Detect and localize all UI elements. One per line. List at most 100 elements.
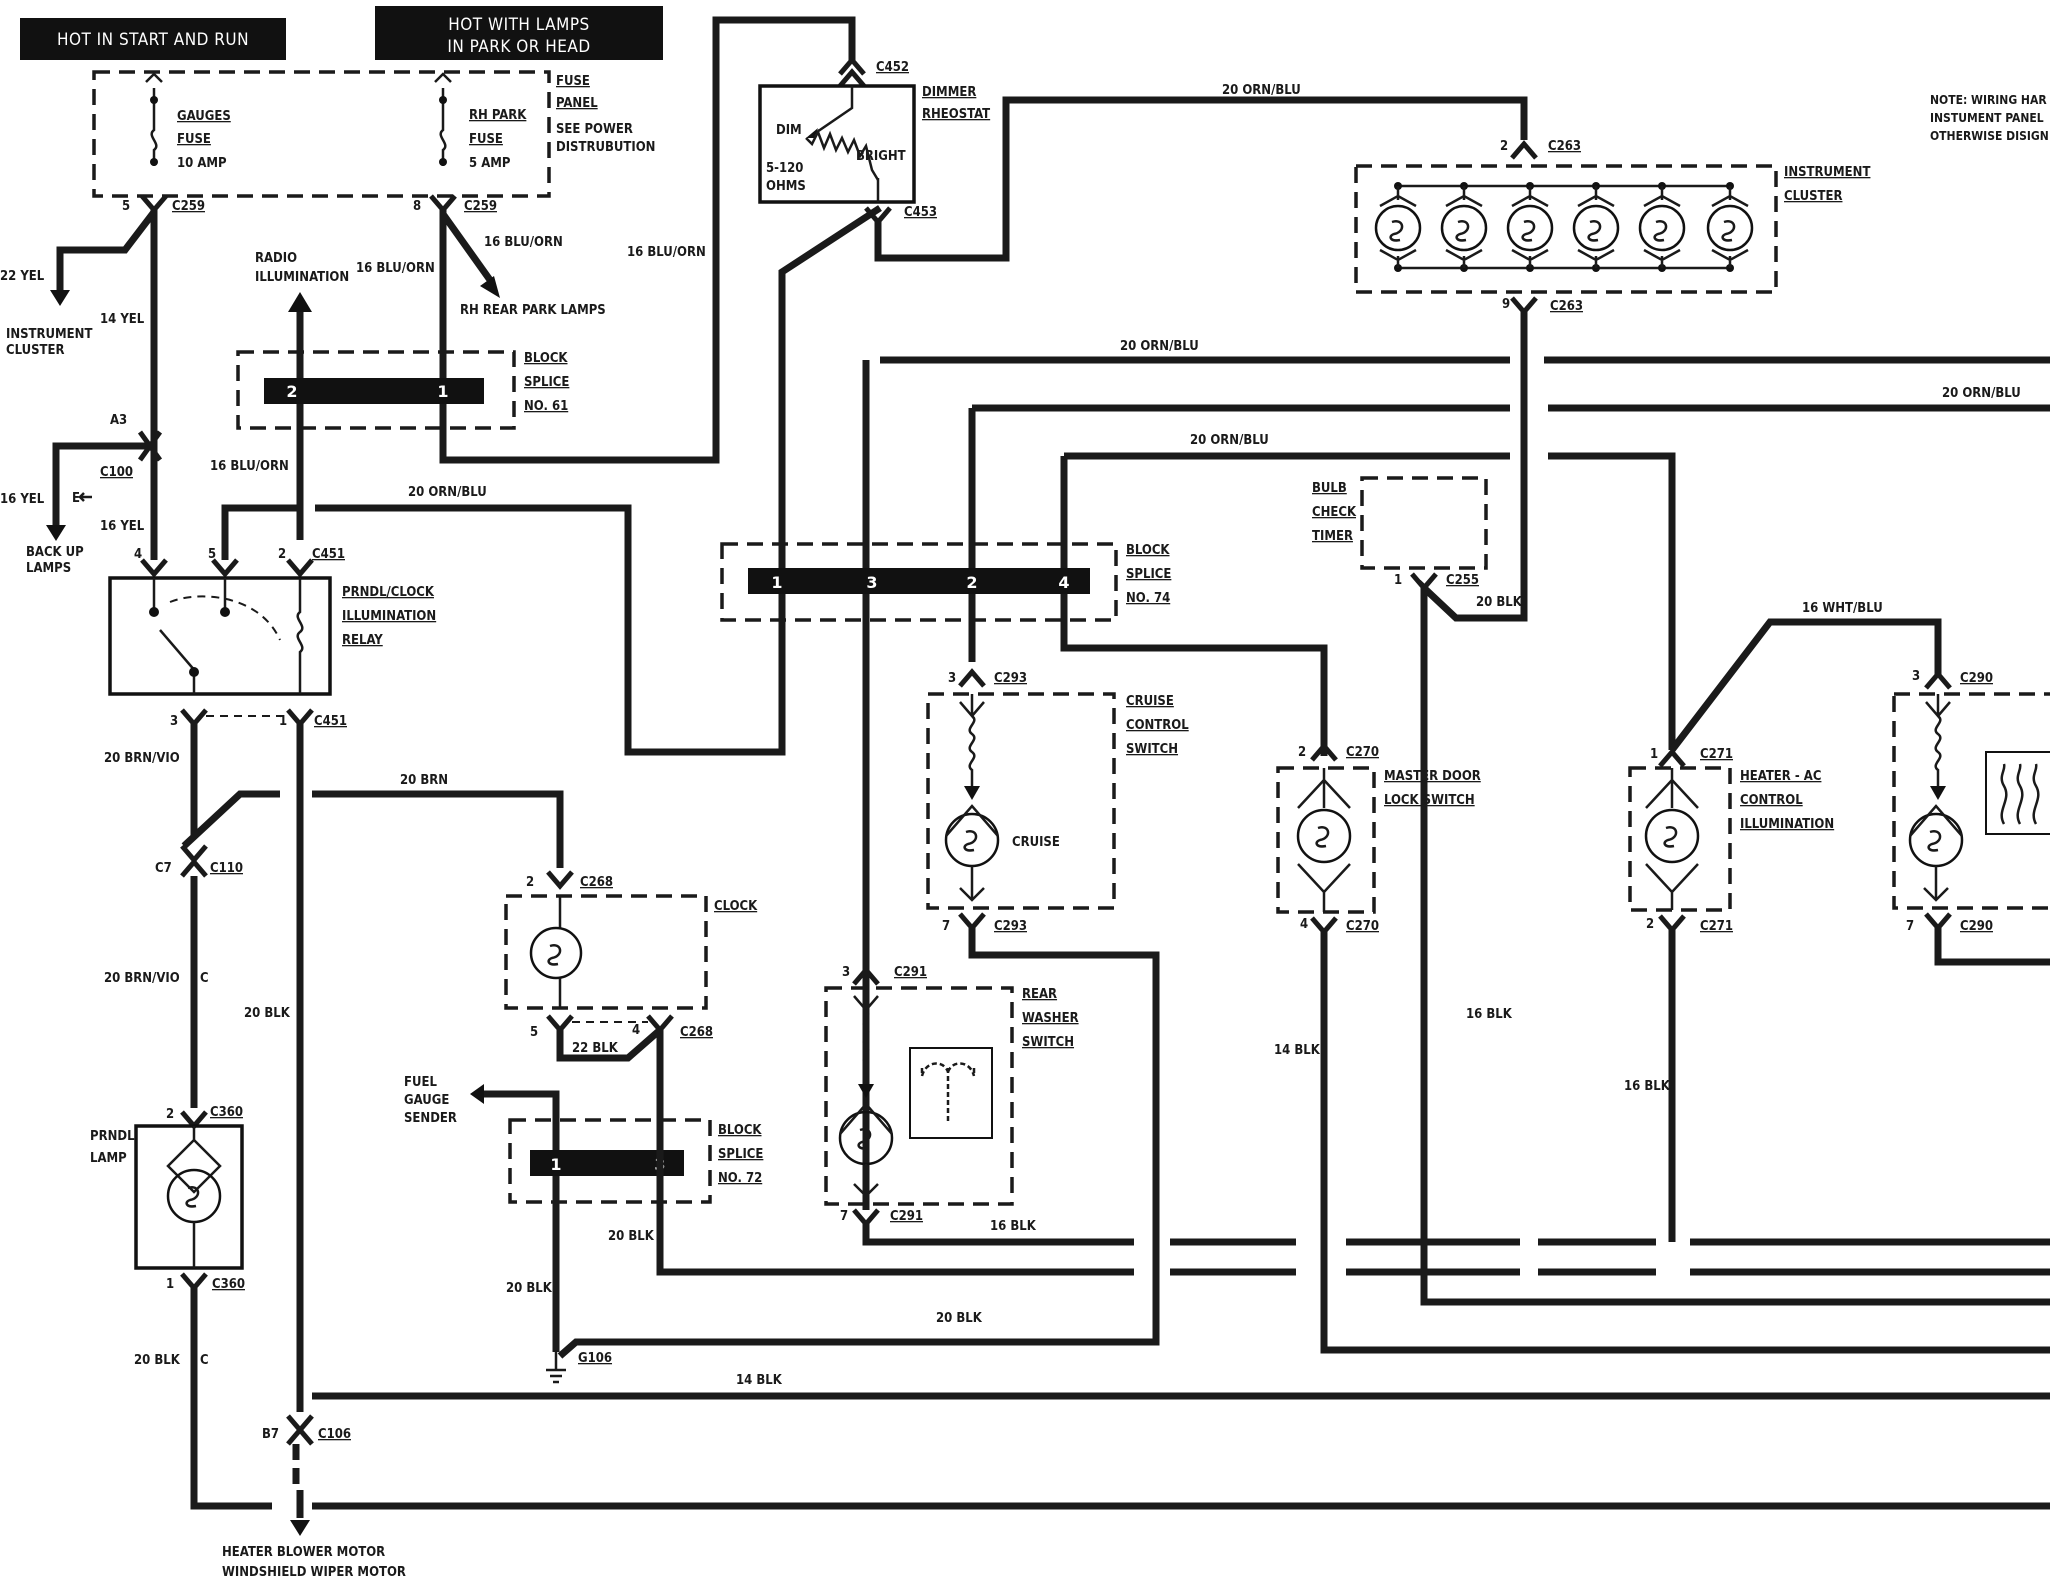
ground-bus-breaks <box>1170 1238 2050 1276</box>
svg-text:FUSE: FUSE <box>556 74 590 89</box>
connector-c263-bottom: 9 C263 <box>1502 296 1583 316</box>
svg-text:C263: C263 <box>1550 299 1583 314</box>
cruise-switch-internals: CRUISE <box>944 694 1060 902</box>
note-text: NOTE: WIRING HAR INSTUMENT PANEL OTHERWI… <box>1930 93 2049 143</box>
clock-box <box>504 894 708 1010</box>
connector-c293-top: 3 C293 <box>948 668 1027 688</box>
svg-text:A3: A3 <box>110 413 127 428</box>
svg-text:SPLICE: SPLICE <box>524 375 569 390</box>
svg-text:NO. 61: NO. 61 <box>524 399 568 414</box>
label-prndl-relay: PRNDL/CLOCK ILLUMINATION RELAY <box>342 585 436 648</box>
label-fuel-gauge-sender: FUEL GAUGE SENDER <box>404 1075 457 1126</box>
wire-20-blk-timer <box>1420 360 2050 1306</box>
wire-fuel-gauge <box>484 1090 560 1352</box>
svg-text:2: 2 <box>166 1107 174 1122</box>
wire-bus-drop-4 <box>1060 456 1328 756</box>
svg-text:MASTER DOOR: MASTER DOOR <box>1384 769 1481 784</box>
svg-text:BRIGHT: BRIGHT <box>856 149 906 164</box>
block-splice-72-box <box>508 1118 712 1204</box>
cluster-bulb-2 <box>1440 182 1488 272</box>
arrow-radio-illumination <box>288 292 312 312</box>
connector-c271-top: 1 C271 <box>1650 747 1733 768</box>
c290-internals <box>1908 694 2050 902</box>
connector-c271-bottom: 2 C271 <box>1646 914 1733 934</box>
label-prndl-lamp: PRNDL LAMP <box>90 1129 135 1166</box>
svg-text:20 BRN: 20 BRN <box>400 773 448 788</box>
svg-text:CONTROL: CONTROL <box>1740 793 1803 808</box>
cluster-bulb-4 <box>1572 182 1620 272</box>
svg-text:1: 1 <box>279 714 287 729</box>
connector-c106: B7 C106 <box>262 1414 351 1446</box>
wire-20-orn-blu-bus-3 <box>1064 452 1676 750</box>
svg-text:DISTRUBUTION: DISTRUBUTION <box>556 140 655 155</box>
connector-c259-left: 5 C259 <box>122 194 205 214</box>
svg-text:5: 5 <box>122 199 130 214</box>
wire-20-blk-c268 <box>656 1030 1134 1276</box>
svg-text:2: 2 <box>1646 917 1654 932</box>
svg-text:16 YEL: 16 YEL <box>0 492 45 507</box>
svg-text:ILLUMINATION: ILLUMINATION <box>255 270 349 285</box>
connector-c263-top: 2 C263 <box>1500 139 1581 160</box>
connector-c290-bottom: 7 C290 <box>1906 912 1993 934</box>
heater-ac-box <box>1628 766 1732 912</box>
svg-text:20 BLK: 20 BLK <box>936 1311 983 1326</box>
svg-text:C: C <box>200 1353 209 1368</box>
instrument-cluster-box <box>1354 164 1778 294</box>
master-door-lock-box <box>1276 766 1376 914</box>
connector-c360-top: 2 C360 <box>166 1105 243 1130</box>
svg-text:IN PARK OR HEAD: IN PARK OR HEAD <box>447 37 590 57</box>
svg-text:TIMER: TIMER <box>1312 529 1353 544</box>
connector-c268-top: 2 C268 <box>526 870 613 890</box>
svg-text:C291: C291 <box>890 1209 923 1224</box>
svg-text:C270: C270 <box>1346 919 1379 934</box>
svg-text:HEATER BLOWER MOTOR: HEATER BLOWER MOTOR <box>222 1545 385 1560</box>
svg-text:C290: C290 <box>1960 919 1993 934</box>
prndl-lamp-box <box>134 1124 244 1270</box>
wire-16-blk-washer <box>862 1224 1134 1246</box>
svg-text:CRUISE: CRUISE <box>1012 835 1060 850</box>
svg-text:C453: C453 <box>904 205 937 220</box>
connector-c452: C452 <box>838 56 909 88</box>
wire-16-blu-orn-splice <box>221 428 304 560</box>
svg-text:1: 1 <box>771 573 782 592</box>
svg-text:2: 2 <box>278 547 286 562</box>
wire-16-blu-orn-rh-rear <box>440 211 493 283</box>
svg-text:NO. 72: NO. 72 <box>718 1171 762 1186</box>
svg-text:SEE POWER: SEE POWER <box>556 122 633 137</box>
label-clock: CLOCK <box>714 899 758 914</box>
svg-text:ILLUMINATION: ILLUMINATION <box>342 609 436 624</box>
svg-text:20 BLK: 20 BLK <box>1476 595 1523 610</box>
svg-text:NO. 74: NO. 74 <box>1126 591 1170 606</box>
svg-text:LAMP: LAMP <box>90 1151 127 1166</box>
svg-text:C268: C268 <box>580 875 613 890</box>
svg-text:BLOCK: BLOCK <box>524 351 568 366</box>
svg-text:2: 2 <box>526 875 534 890</box>
svg-text:FUSE: FUSE <box>469 132 503 147</box>
svg-text:HOT WITH LAMPS: HOT WITH LAMPS <box>448 15 590 35</box>
fuse-panel-label: FUSE PANEL SEE POWER DISTRUBUTION <box>556 74 655 155</box>
svg-text:B7: B7 <box>262 1427 279 1442</box>
prndl-lamp-bulb <box>166 1126 222 1268</box>
connector-c291-bottom: 7 C291 <box>840 1208 923 1228</box>
arrow-instrument-cluster <box>50 290 70 306</box>
connector-c451-top: 4 5 2 C451 <box>134 547 345 578</box>
svg-text:BLOCK: BLOCK <box>718 1123 762 1138</box>
svg-text:INSTRUMENT: INSTRUMENT <box>1784 165 1870 180</box>
wire-22-blk <box>556 1027 663 1062</box>
cluster-bulb-6 <box>1706 182 1754 272</box>
wire-20-orn-blu-top <box>874 96 1528 262</box>
svg-text:7: 7 <box>942 919 950 934</box>
svg-text:16 WHT/BLU: 16 WHT/BLU <box>1802 601 1883 616</box>
svg-text:HEATER - AC: HEATER - AC <box>1740 769 1821 784</box>
svg-text:G106: G106 <box>578 1351 612 1366</box>
banner-hot-with-lamps: HOT WITH LAMPS IN PARK OR HEAD <box>375 6 663 60</box>
svg-text:CRUISE: CRUISE <box>1126 694 1174 709</box>
connector-c110: C7 C110 <box>155 844 243 878</box>
svg-text:20 BLK: 20 BLK <box>608 1229 655 1244</box>
svg-text:C271: C271 <box>1700 747 1733 762</box>
label-back-up-lamps: BACK UP LAMPS <box>26 545 84 576</box>
svg-text:RH PARK: RH PARK <box>469 108 527 123</box>
svg-text:5: 5 <box>530 1025 538 1040</box>
svg-text:5 AMP: 5 AMP <box>469 156 511 171</box>
